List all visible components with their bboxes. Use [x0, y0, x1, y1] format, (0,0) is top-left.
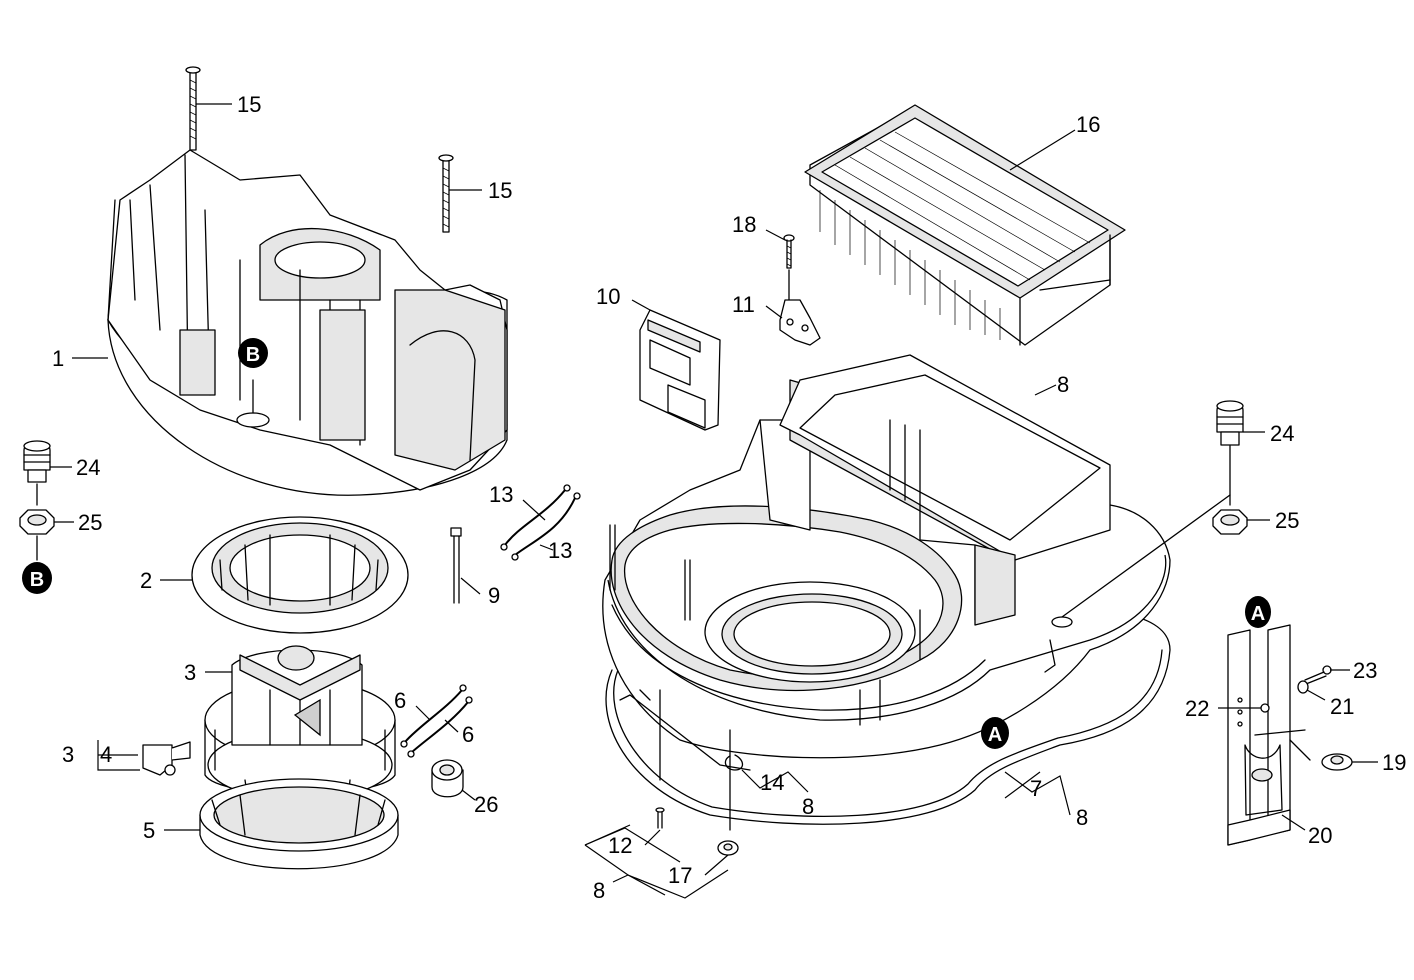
reference-marker-a-housing: A [981, 717, 1009, 749]
screw-15-left [185, 66, 201, 151]
reference-marker-a-bracket: A [1245, 596, 1271, 628]
ring-seal-2 [191, 516, 409, 634]
label-24: 24 [1270, 421, 1294, 446]
cable-gland-24-right [1216, 400, 1244, 506]
label-26: 26 [474, 792, 498, 817]
label-13: 13 [548, 538, 572, 563]
reference-a-label: A [988, 724, 1002, 746]
motor-base-5 [199, 778, 399, 870]
label-13: 13 [489, 482, 513, 507]
label-1: 1 [52, 346, 64, 371]
reference-marker-b-left: B [22, 562, 52, 594]
motor-3 [204, 645, 396, 801]
label-25: 25 [78, 510, 102, 535]
label-11: 11 [732, 292, 755, 317]
label-8: 8 [802, 794, 814, 819]
label-2: 2 [140, 568, 152, 593]
label-24: 24 [76, 455, 100, 480]
label-25: 25 [1275, 508, 1299, 533]
part-number-labels: 15 15 1 24 25 2 3 3 4 5 6 6 26 9 13 13 1… [52, 92, 1406, 903]
washer-17 [717, 840, 739, 856]
reference-b-label: B [30, 569, 44, 591]
reference-b-label: B [246, 344, 260, 366]
label-17: 17 [668, 863, 692, 888]
cable-gland-24-left [23, 440, 51, 506]
bottom-plate-7 [605, 614, 1171, 825]
label-14: 14 [760, 770, 784, 795]
nut-25-left [19, 509, 55, 561]
carbon-brush-4 [97, 740, 191, 776]
label-19: 19 [1382, 750, 1406, 775]
screw-15-right [438, 154, 454, 233]
label-21: 21 [1330, 694, 1354, 719]
leader-lines [50, 103, 1378, 896]
label-4: 4 [100, 742, 112, 767]
screw-23 [1304, 665, 1332, 685]
label-12: 12 [608, 833, 632, 858]
label-3: 3 [62, 742, 74, 767]
label-22: 22 [1185, 696, 1209, 721]
nut-25-right [1212, 509, 1248, 535]
cables-6 [400, 684, 473, 758]
label-8: 8 [1057, 372, 1069, 397]
group-bracket-8 [584, 824, 729, 899]
filter-16 [804, 104, 1126, 346]
control-board-10 [639, 309, 721, 431]
motor-housing-top [107, 149, 508, 496]
grommet-19 [1321, 753, 1353, 771]
washer-21 [1297, 680, 1309, 694]
screw-12 [655, 807, 665, 829]
screw-18 [783, 234, 795, 301]
cables-13 [500, 484, 581, 561]
label-10: 10 [596, 284, 620, 309]
label-15: 15 [237, 92, 261, 117]
label-23: 23 [1353, 658, 1377, 683]
label-6: 6 [462, 722, 474, 747]
ferrite-core-26 [431, 759, 464, 798]
label-20: 20 [1308, 823, 1332, 848]
label-5: 5 [143, 818, 155, 843]
reference-marker-b-housing: B [238, 338, 268, 368]
nut-22 [1260, 703, 1270, 713]
label-15: 15 [488, 178, 512, 203]
main-housing-8 [602, 354, 1231, 831]
label-16: 16 [1076, 112, 1100, 137]
label-3: 3 [184, 660, 196, 685]
label-8: 8 [1076, 805, 1088, 830]
cable-tie-9 [450, 527, 462, 604]
clamp-11 [779, 299, 821, 346]
label-9: 9 [488, 583, 500, 608]
label-8: 8 [593, 878, 605, 903]
label-18: 18 [732, 212, 756, 237]
label-6: 6 [394, 688, 406, 713]
label-7: 7 [1030, 776, 1042, 801]
switch-bracket-20 [1227, 624, 1311, 846]
reference-a-label: A [1251, 603, 1265, 625]
